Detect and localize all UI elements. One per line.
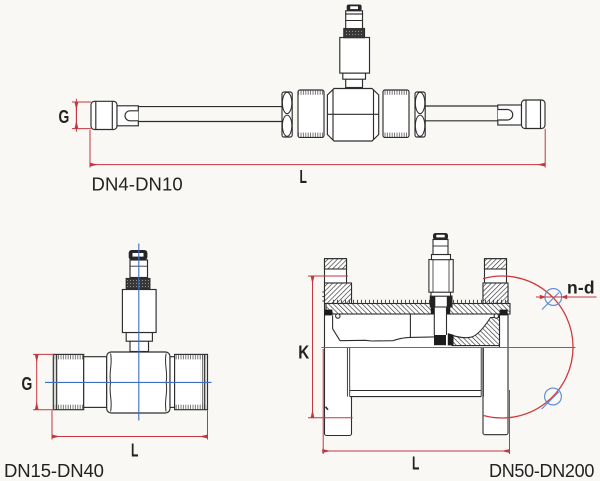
svg-text:n-d: n-d — [567, 278, 595, 298]
svg-text:K: K — [298, 342, 309, 362]
svg-text:DN15-DN40: DN15-DN40 — [4, 460, 104, 481]
svg-text:DN4-DN10: DN4-DN10 — [92, 174, 183, 195]
svg-text:L: L — [412, 454, 419, 474]
svg-text:DN50-DN200: DN50-DN200 — [489, 461, 594, 481]
svg-text:L: L — [300, 167, 307, 187]
svg-text:G: G — [59, 107, 70, 127]
svg-text:L: L — [131, 441, 138, 461]
svg-text:G: G — [22, 374, 33, 394]
